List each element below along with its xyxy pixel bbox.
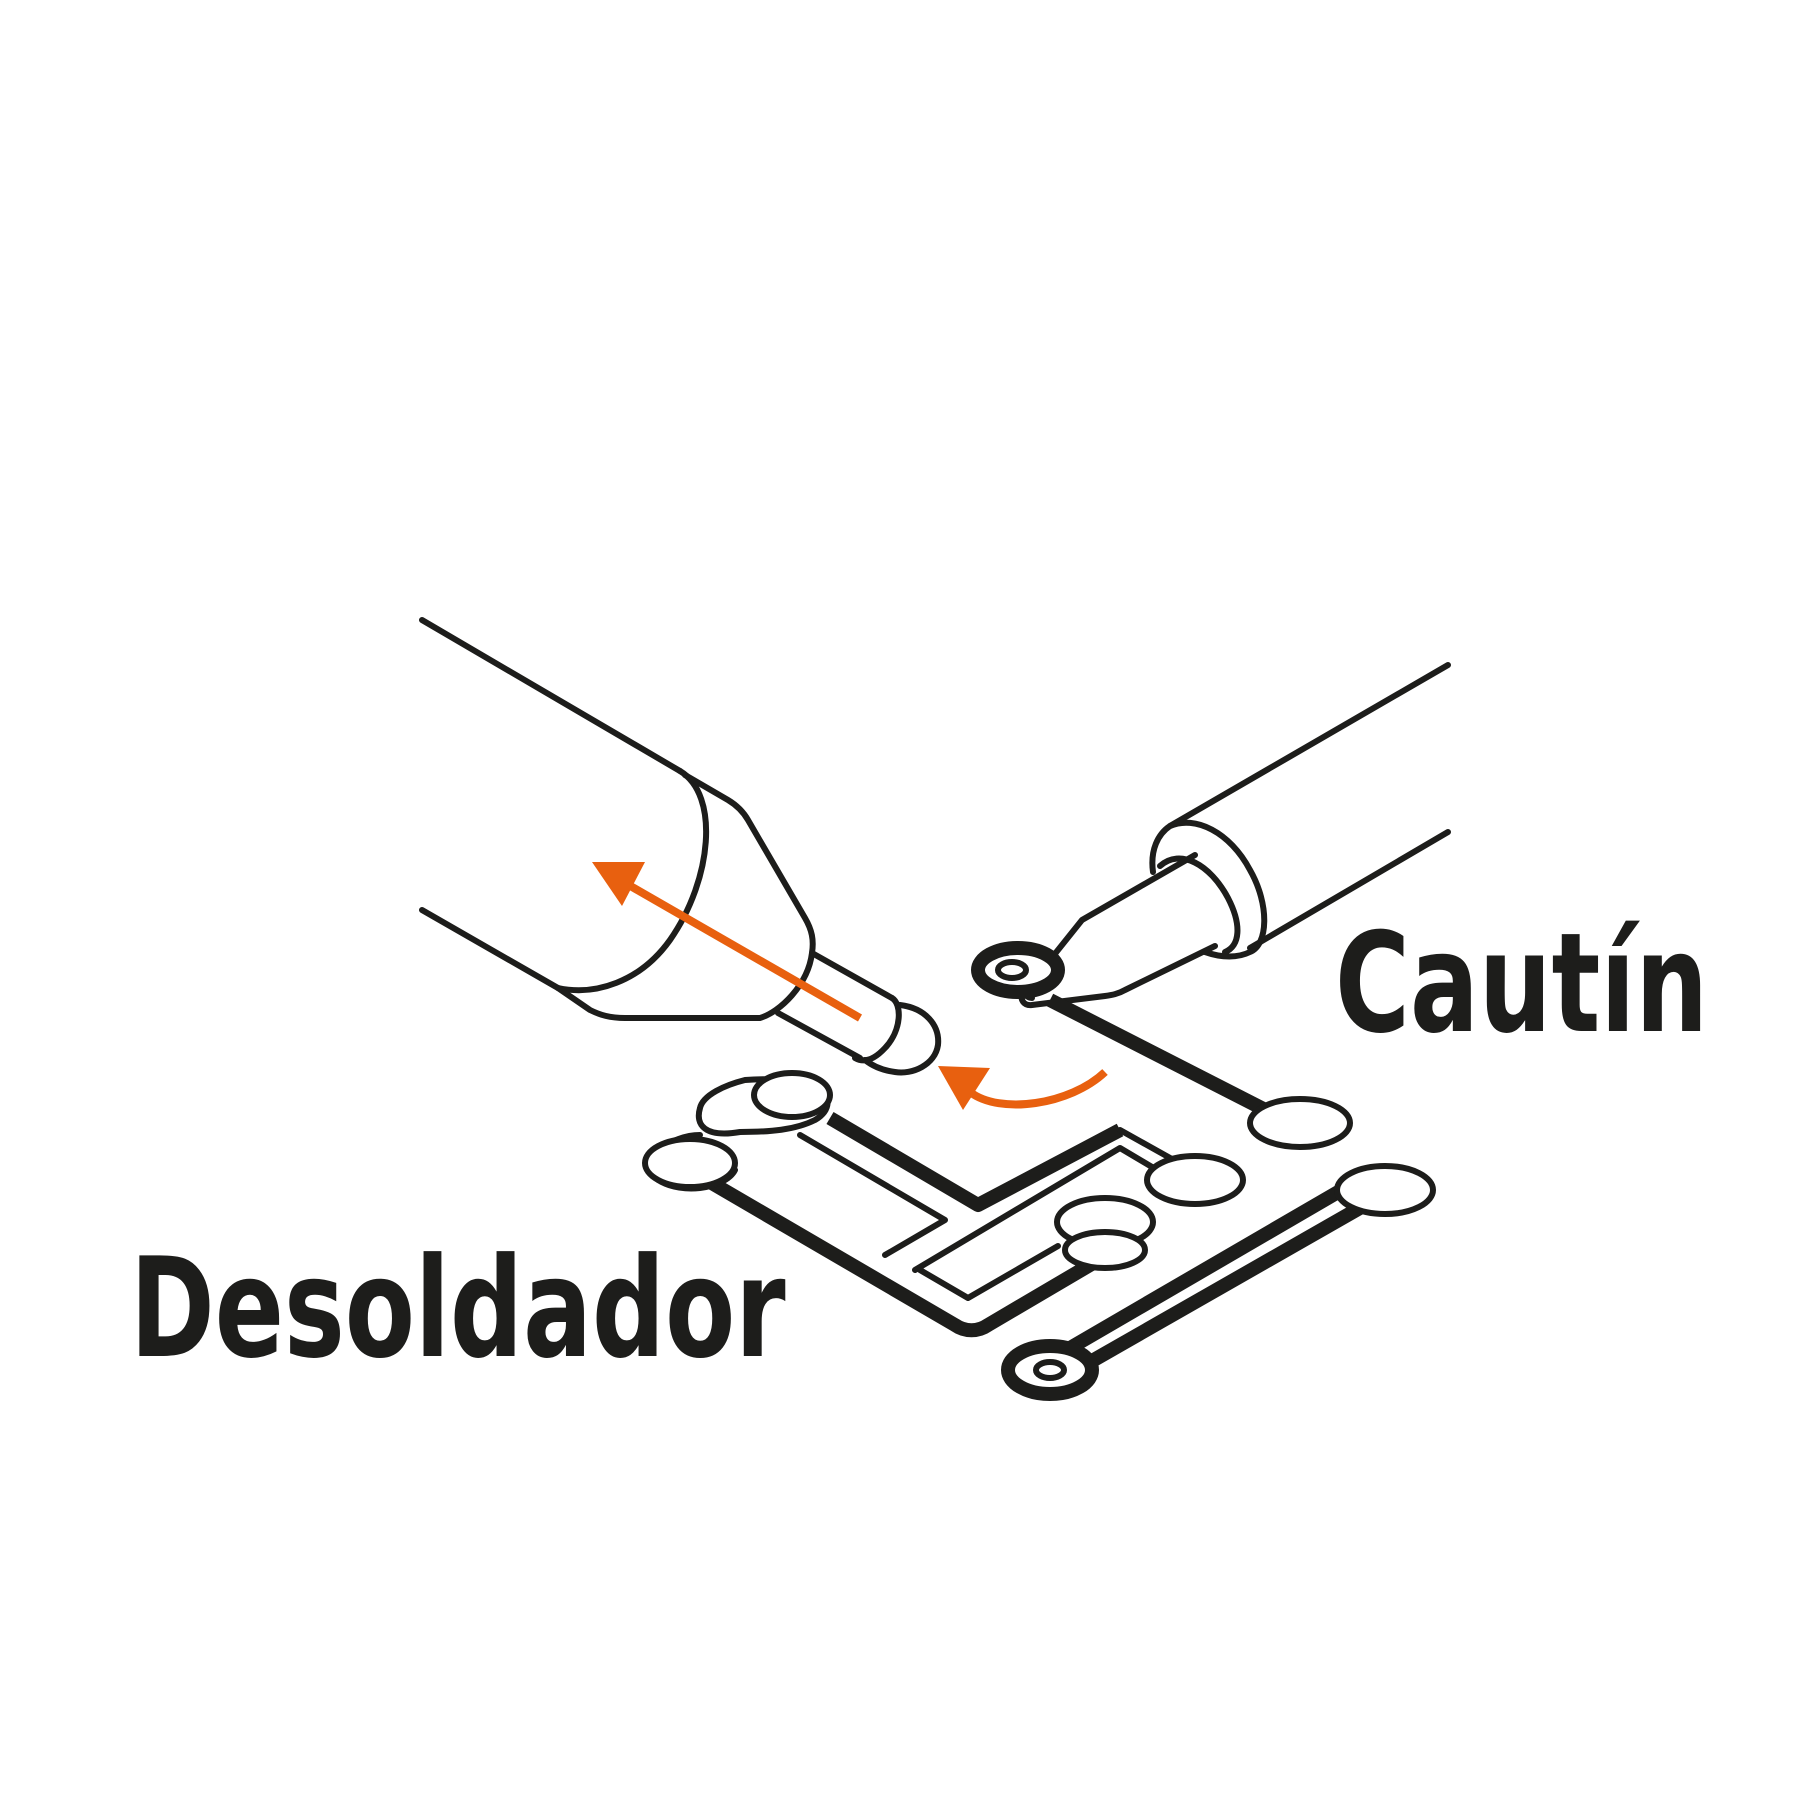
- suction-arrow-shaft: [618, 876, 862, 1022]
- thin-trace-3: [917, 1243, 1061, 1301]
- desoldering-pump: [419, 617, 942, 1076]
- pad-center-bottom: [1062, 1229, 1148, 1271]
- pump-tip-upper: [809, 950, 895, 1001]
- heat-arrow-shaft: [967, 1069, 1108, 1109]
- cautin-label: Cautín: [1335, 903, 1709, 1064]
- trace-right-to-bottom-pad: [1081, 1198, 1369, 1372]
- trace-right-long: [1066, 1181, 1349, 1355]
- suction-arrow-head: [592, 862, 645, 906]
- pad-far-left: [642, 1136, 738, 1190]
- suction-arrow: [592, 862, 862, 1022]
- pad-bottom-hole: [1033, 1359, 1067, 1381]
- iron-body-bottom-edge: [1247, 829, 1451, 951]
- iron-collar-outer: [1167, 819, 1268, 960]
- solder-pads: [642, 941, 1436, 1401]
- pump-nose: [555, 772, 816, 1021]
- accent-arrows: [592, 862, 1108, 1110]
- pump-tip-ring: [852, 995, 902, 1064]
- heat-arrow: [938, 1066, 1108, 1110]
- pump-nozzle: [862, 1002, 942, 1076]
- pad-iron-hole: [995, 959, 1029, 981]
- heat-arrow-head: [938, 1066, 990, 1110]
- thin-trace-2: [912, 1145, 1155, 1273]
- pump-body-bottom-edge: [419, 907, 561, 991]
- iron-tip-lower: [1018, 943, 1218, 1009]
- pump-tip-lower: [775, 1010, 863, 1061]
- trace-lower-left: [706, 1175, 1099, 1338]
- pad-top-left: [751, 1070, 833, 1120]
- iron-body-top-edge: [1149, 662, 1451, 875]
- desoldador-label: Desoldador: [130, 1228, 786, 1389]
- trace-iron-to-pad: [1046, 993, 1289, 1127]
- thin-trace-1: [797, 1132, 948, 1258]
- pump-body-end-curve: [555, 768, 710, 994]
- pad-right-top: [1247, 1096, 1353, 1150]
- trace-upper-left: [826, 1111, 1124, 1212]
- pad-center-right-top: [1144, 1153, 1246, 1207]
- pcb-traces: [706, 993, 1369, 1372]
- pump-body-top-edge: [419, 617, 683, 774]
- pad-right-bottom: [1334, 1163, 1436, 1217]
- iron-collar-inner: [1157, 855, 1241, 955]
